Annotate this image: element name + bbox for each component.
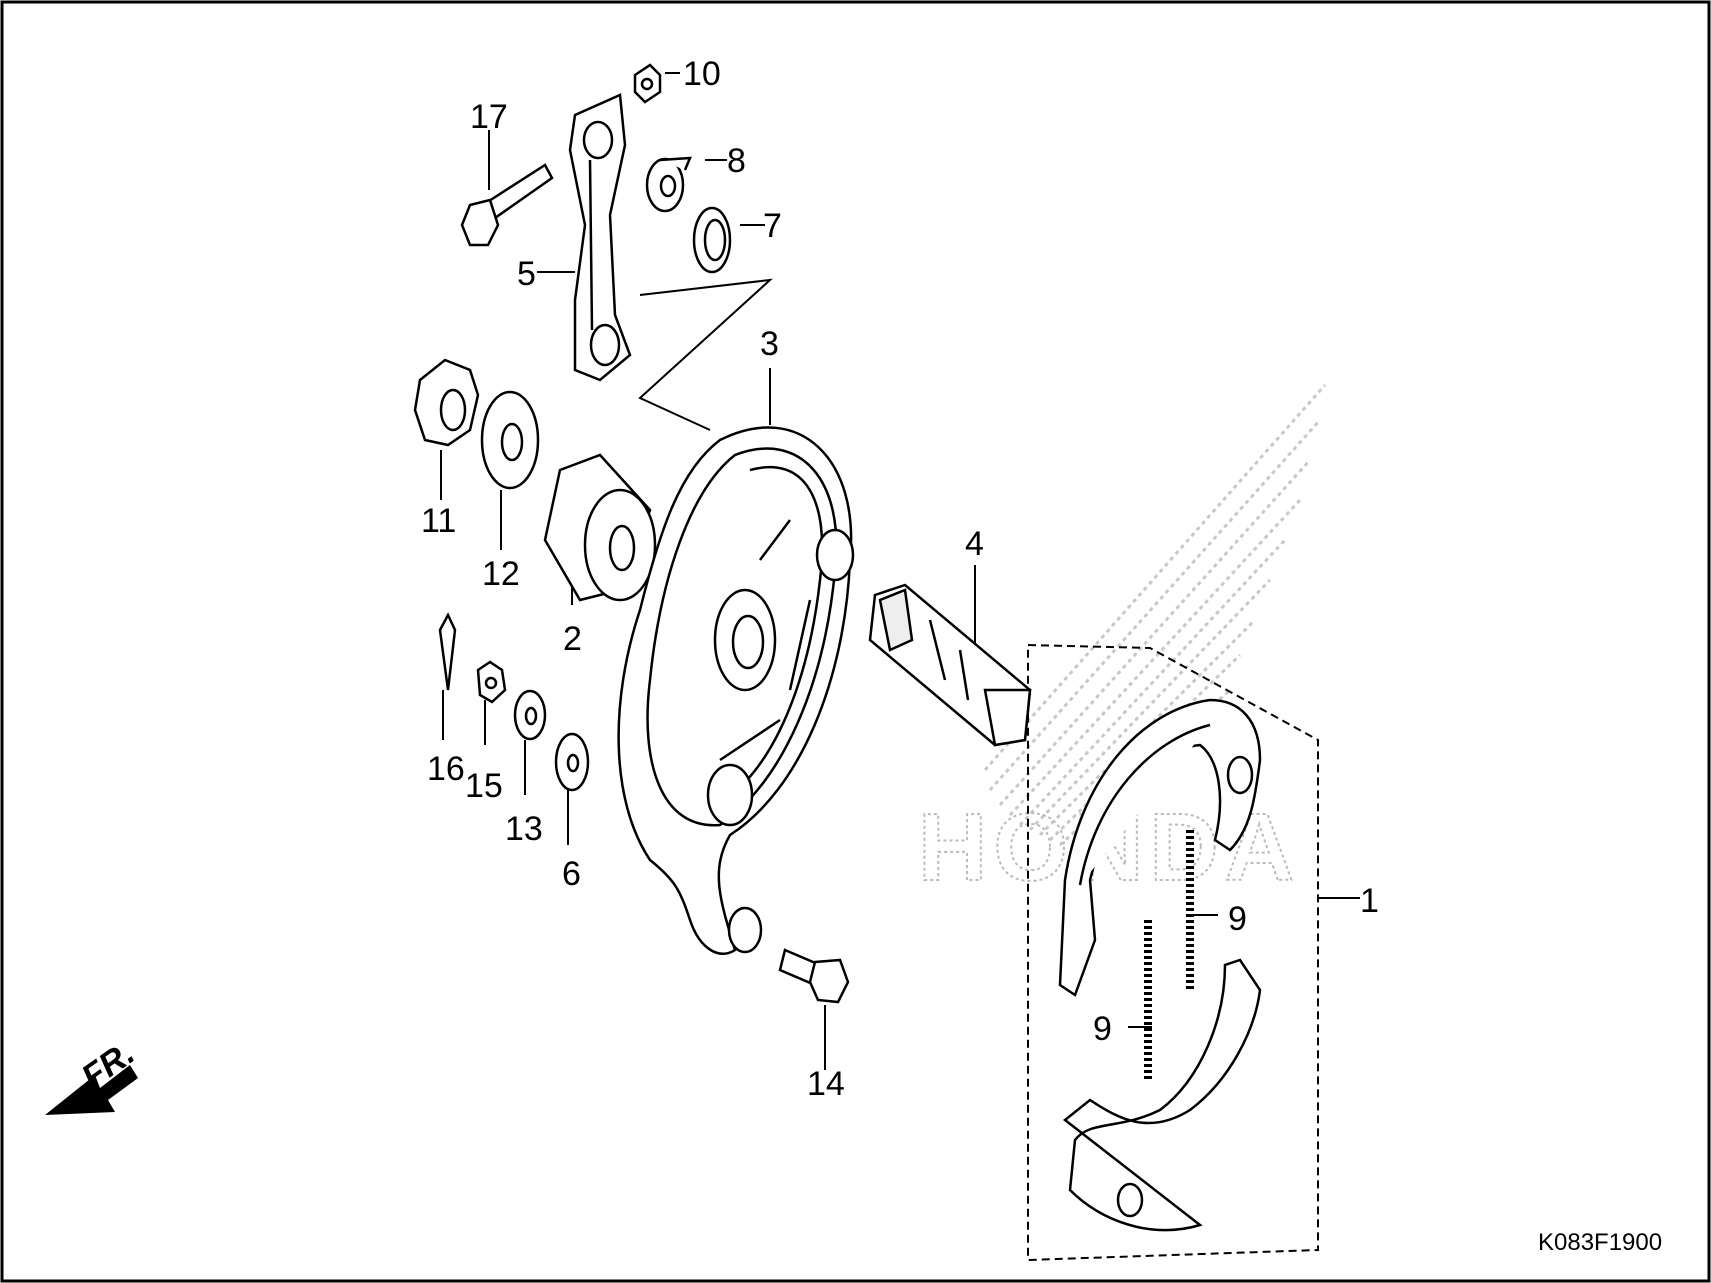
front-direction-arrow: FR.	[45, 1034, 141, 1115]
arm-lever-part	[568, 93, 632, 382]
small-washer-part	[513, 689, 547, 741]
callout-3: 3	[760, 325, 779, 363]
nut-part	[633, 63, 662, 104]
callout-13: 13	[505, 810, 543, 848]
callout-8: 8	[727, 142, 746, 180]
callout-5: 5	[517, 255, 536, 293]
panel-bolt-part	[778, 948, 850, 1004]
cotter-pin-part	[438, 612, 457, 691]
washer-part	[554, 732, 590, 792]
callout-9-upper: 9	[1228, 900, 1247, 938]
callout-9-lower: 9	[1093, 1010, 1112, 1048]
bolt-part	[460, 163, 554, 247]
leader-lines	[440, 72, 1360, 1262]
callout-16: 16	[427, 750, 465, 788]
callout-2: 2	[563, 620, 582, 658]
flange-nut-part	[413, 358, 480, 447]
callout-17: 17	[470, 98, 508, 136]
brake-shoe-set-part	[1058, 698, 1262, 1232]
callout-10: 10	[683, 55, 721, 93]
brake-cam-part	[868, 583, 1032, 747]
castle-nut-part	[476, 660, 507, 704]
callout-11: 11	[421, 502, 456, 540]
callout-12: 12	[482, 555, 520, 593]
seal-ring-part	[692, 206, 732, 274]
collar-part	[543, 453, 657, 602]
callout-14: 14	[807, 1065, 845, 1103]
callout-4: 4	[965, 525, 984, 563]
callout-15: 15	[465, 767, 503, 805]
callout-6: 6	[562, 855, 581, 893]
lock-washer-part	[645, 156, 692, 213]
callout-1: 1	[1360, 882, 1379, 920]
brake-panel-part	[617, 426, 855, 955]
callout-7: 7	[763, 207, 782, 245]
drawing-code: K083F1900	[1538, 1229, 1662, 1256]
plain-washer-part	[480, 390, 540, 490]
callout-labels: 1 2 3 4 5 6 7 8 9 9 10 11 12 13 14 15 16…	[421, 55, 1379, 1103]
